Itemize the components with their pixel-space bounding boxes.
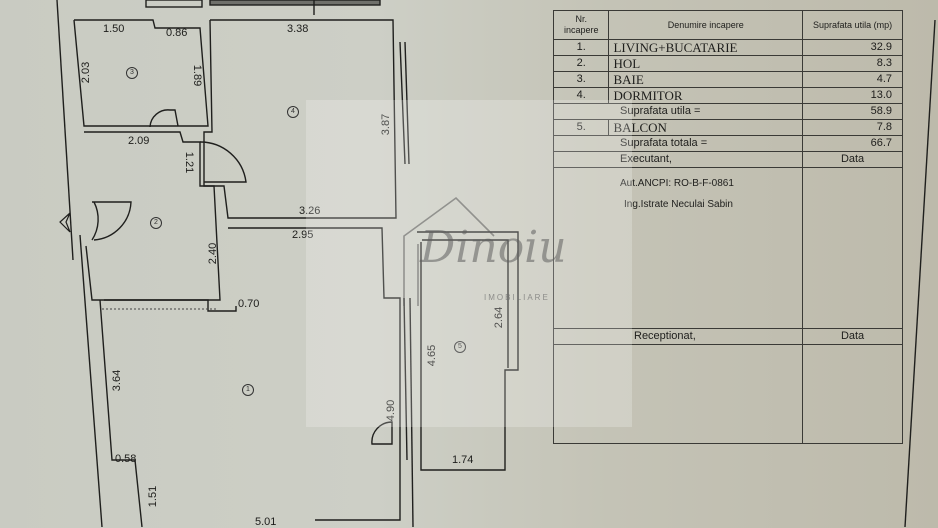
table-row: 5. BALCON 7.8 <box>552 119 903 136</box>
room-marker-5: 5 <box>454 341 466 353</box>
dim-hall-door: 1.21 <box>183 151 196 174</box>
row-nr: 2. <box>552 55 610 72</box>
row-name: HOL <box>608 55 804 72</box>
subtotal-row: Suprafata utila = 58.9 <box>552 103 903 120</box>
stamp-cell: Aut.ANCPI: RO-B-F-0861 Ing.Istrate Necul… <box>552 167 804 329</box>
watermark-subtitle: IMOBILIARE <box>484 293 550 302</box>
table-row: 4. DORMITOR 13.0 <box>552 87 903 104</box>
header-area: Suprafata utila (mp) <box>802 10 903 40</box>
receptionat-date-label: Data <box>802 328 903 345</box>
row-area: 32.9 <box>802 39 903 56</box>
row-name: DORMITOR <box>608 87 804 104</box>
row-name: BAIE <box>608 71 804 88</box>
dim-bedroom-bottom: 3.26 <box>299 205 321 217</box>
dim-hall-small: 0.70 <box>238 298 260 310</box>
dim-bath-left: 2.03 <box>80 61 93 84</box>
dim-living-top: 2.95 <box>292 229 314 241</box>
dim-bath-top-left: 1.50 <box>103 23 125 35</box>
house-logo-icon <box>403 196 495 306</box>
subtotal-value: 58.9 <box>802 103 903 120</box>
total-label: Suprafata totala = <box>552 135 804 152</box>
dim-bedroom-top: 3.38 <box>287 23 309 35</box>
receptionat-signature-row <box>552 344 903 444</box>
row-name: BALCON <box>608 119 804 136</box>
row-area: 4.7 <box>802 71 903 88</box>
table-header-row: Nr. incapere Denumire incapere Suprafata… <box>552 10 903 40</box>
executant-date-label: Data <box>802 151 903 168</box>
stamp-authorization: Aut.ANCPI: RO-B-F-0861 <box>620 178 734 189</box>
receptionat-signature-cell <box>552 344 804 444</box>
row-area: 7.8 <box>802 119 903 136</box>
stamp-engineer: Ing.Istrate Neculai Sabin <box>624 199 733 210</box>
dim-living-bottom-left: 1.51 <box>147 485 160 508</box>
stamp-row: Aut.ANCPI: RO-B-F-0861 Ing.Istrate Necul… <box>552 167 903 329</box>
room-areas-table: Nr. incapere Denumire incapere Suprafata… <box>552 10 903 444</box>
room-marker-2: 2 <box>150 217 162 229</box>
stamp-date-cell <box>802 167 903 329</box>
row-nr: 3. <box>552 71 610 88</box>
table-row: 2. HOL 8.3 <box>552 55 903 72</box>
room-marker-1: 1 <box>242 384 254 396</box>
row-name: LIVING+BUCATARIE <box>608 39 804 56</box>
entrance-arrow-icon <box>59 212 71 233</box>
dim-hall-right: 2.40 <box>207 242 220 265</box>
watermark-panel <box>306 100 632 427</box>
receptionat-date-cell <box>802 344 903 444</box>
dim-living-left: 3.64 <box>111 369 124 392</box>
dim-bath-right: 1.89 <box>191 64 204 87</box>
total-value: 66.7 <box>802 135 903 152</box>
table-row: 3. BAIE 4.7 <box>552 71 903 88</box>
dim-hall-top: 2.09 <box>128 135 150 147</box>
header-name: Denumire incapere <box>608 10 804 40</box>
row-nr: 1. <box>552 39 610 56</box>
room-marker-4: 4 <box>287 106 299 118</box>
table-row: 1. LIVING+BUCATARIE 32.9 <box>552 39 903 56</box>
row-area: 8.3 <box>802 55 903 72</box>
row-area: 13.0 <box>802 87 903 104</box>
watermark-script: Dinoiu <box>420 222 567 273</box>
dim-living-bottom: 5.01 <box>255 516 277 528</box>
dim-living-notch: 0.58 <box>115 453 137 465</box>
room-marker-3: 3 <box>126 67 138 79</box>
dim-bath-top-right: 0.86 <box>166 27 188 39</box>
header-nr: Nr. incapere <box>552 10 610 40</box>
dim-balcony-bottom: 1.74 <box>452 454 474 466</box>
